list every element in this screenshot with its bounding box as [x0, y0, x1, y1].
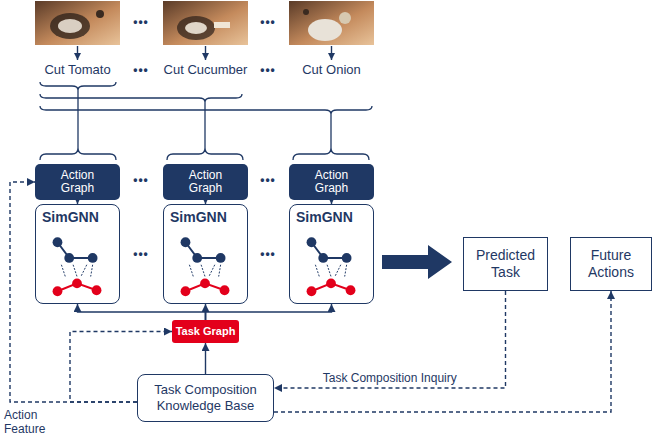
ellipsis: ••• — [133, 172, 149, 188]
graph-node — [181, 286, 191, 296]
action-graph-box: Action Graph — [289, 164, 374, 200]
graph-node — [53, 286, 63, 296]
matching-arrow — [335, 265, 341, 277]
annotation: Action Feature — [4, 408, 56, 436]
graph-node — [307, 237, 317, 247]
matching-arrow — [81, 265, 87, 277]
ellipsis: ••• — [133, 246, 149, 262]
node-text: Task Graph — [176, 325, 236, 338]
knowledge-base-box: Task Composition Knowledge Base — [137, 374, 274, 422]
connector — [274, 291, 506, 388]
simgnn-box: SimGNN — [35, 204, 120, 304]
node-text: SimGNN — [170, 209, 227, 225]
graph-node — [92, 285, 102, 295]
ellipsis: ••• — [260, 172, 276, 188]
graph-node — [53, 237, 63, 247]
node-text: Action Graph — [306, 169, 358, 195]
matching-arrow — [91, 265, 93, 277]
graph-node — [64, 253, 74, 263]
matching-arrow — [201, 265, 205, 277]
graph-node — [88, 253, 98, 263]
graph-node — [342, 253, 352, 263]
ellipsis: ••• — [133, 14, 149, 30]
connector — [205, 343, 206, 374]
ellipsis: ••• — [133, 62, 149, 78]
graph-node — [318, 253, 328, 263]
graph-edge — [311, 242, 346, 258]
matching-arrow — [345, 265, 347, 277]
ellipsis: ••• — [260, 62, 276, 78]
video-frame — [35, 1, 120, 45]
video-frame — [289, 1, 374, 45]
action-graph-box: Action Graph — [163, 164, 248, 200]
matching-arrow — [209, 265, 215, 277]
output-arrow — [382, 245, 452, 279]
node-text: Predicted Task — [468, 247, 543, 281]
connector — [206, 304, 332, 320]
graph-node — [346, 285, 356, 295]
node-text: Task Composition Knowledge Base — [144, 382, 267, 414]
connector — [78, 304, 206, 320]
graph-edge — [185, 242, 220, 258]
action-label: Cut Tomato — [44, 62, 110, 78]
task-graph-box: Task Graph — [172, 320, 239, 343]
matching-arrow — [73, 265, 77, 277]
matching-arrow — [315, 265, 319, 277]
video-frame — [163, 1, 248, 45]
simgnn-box: SimGNN — [163, 204, 248, 304]
node-text: SimGNN — [42, 209, 99, 225]
matching-arrow — [327, 265, 331, 277]
matching-arrow — [219, 265, 221, 277]
connector — [10, 182, 137, 402]
output-box: Predicted Task — [463, 237, 548, 291]
graph-node — [220, 285, 230, 295]
action-label: Cut Onion — [302, 62, 361, 78]
graph-node — [216, 253, 226, 263]
graph-edge — [57, 242, 92, 258]
action-graph-box: Action Graph — [35, 164, 120, 200]
ellipsis: ••• — [260, 14, 276, 30]
graph-node — [192, 253, 202, 263]
connector — [274, 291, 611, 412]
matching-arrow — [61, 265, 65, 277]
graph-node — [181, 237, 191, 247]
node-text: Action Graph — [52, 169, 104, 195]
simgnn-box: SimGNN — [289, 204, 374, 304]
output-box: Future Actions — [570, 237, 652, 291]
node-text: Future Actions — [575, 247, 647, 281]
node-text: Action Graph — [180, 169, 232, 195]
action-label: Cut Cucumber — [164, 62, 248, 78]
matching-arrow — [189, 265, 193, 277]
ellipsis: ••• — [260, 246, 276, 262]
graph-node — [200, 279, 210, 289]
window-brace — [40, 82, 372, 160]
frame-arrow — [78, 46, 332, 60]
node-text: SimGNN — [296, 209, 353, 225]
graph-node — [72, 279, 82, 289]
connector-label: Task Composition Inquiry — [321, 371, 459, 385]
graph-node — [326, 279, 336, 289]
graph-node — [307, 286, 317, 296]
